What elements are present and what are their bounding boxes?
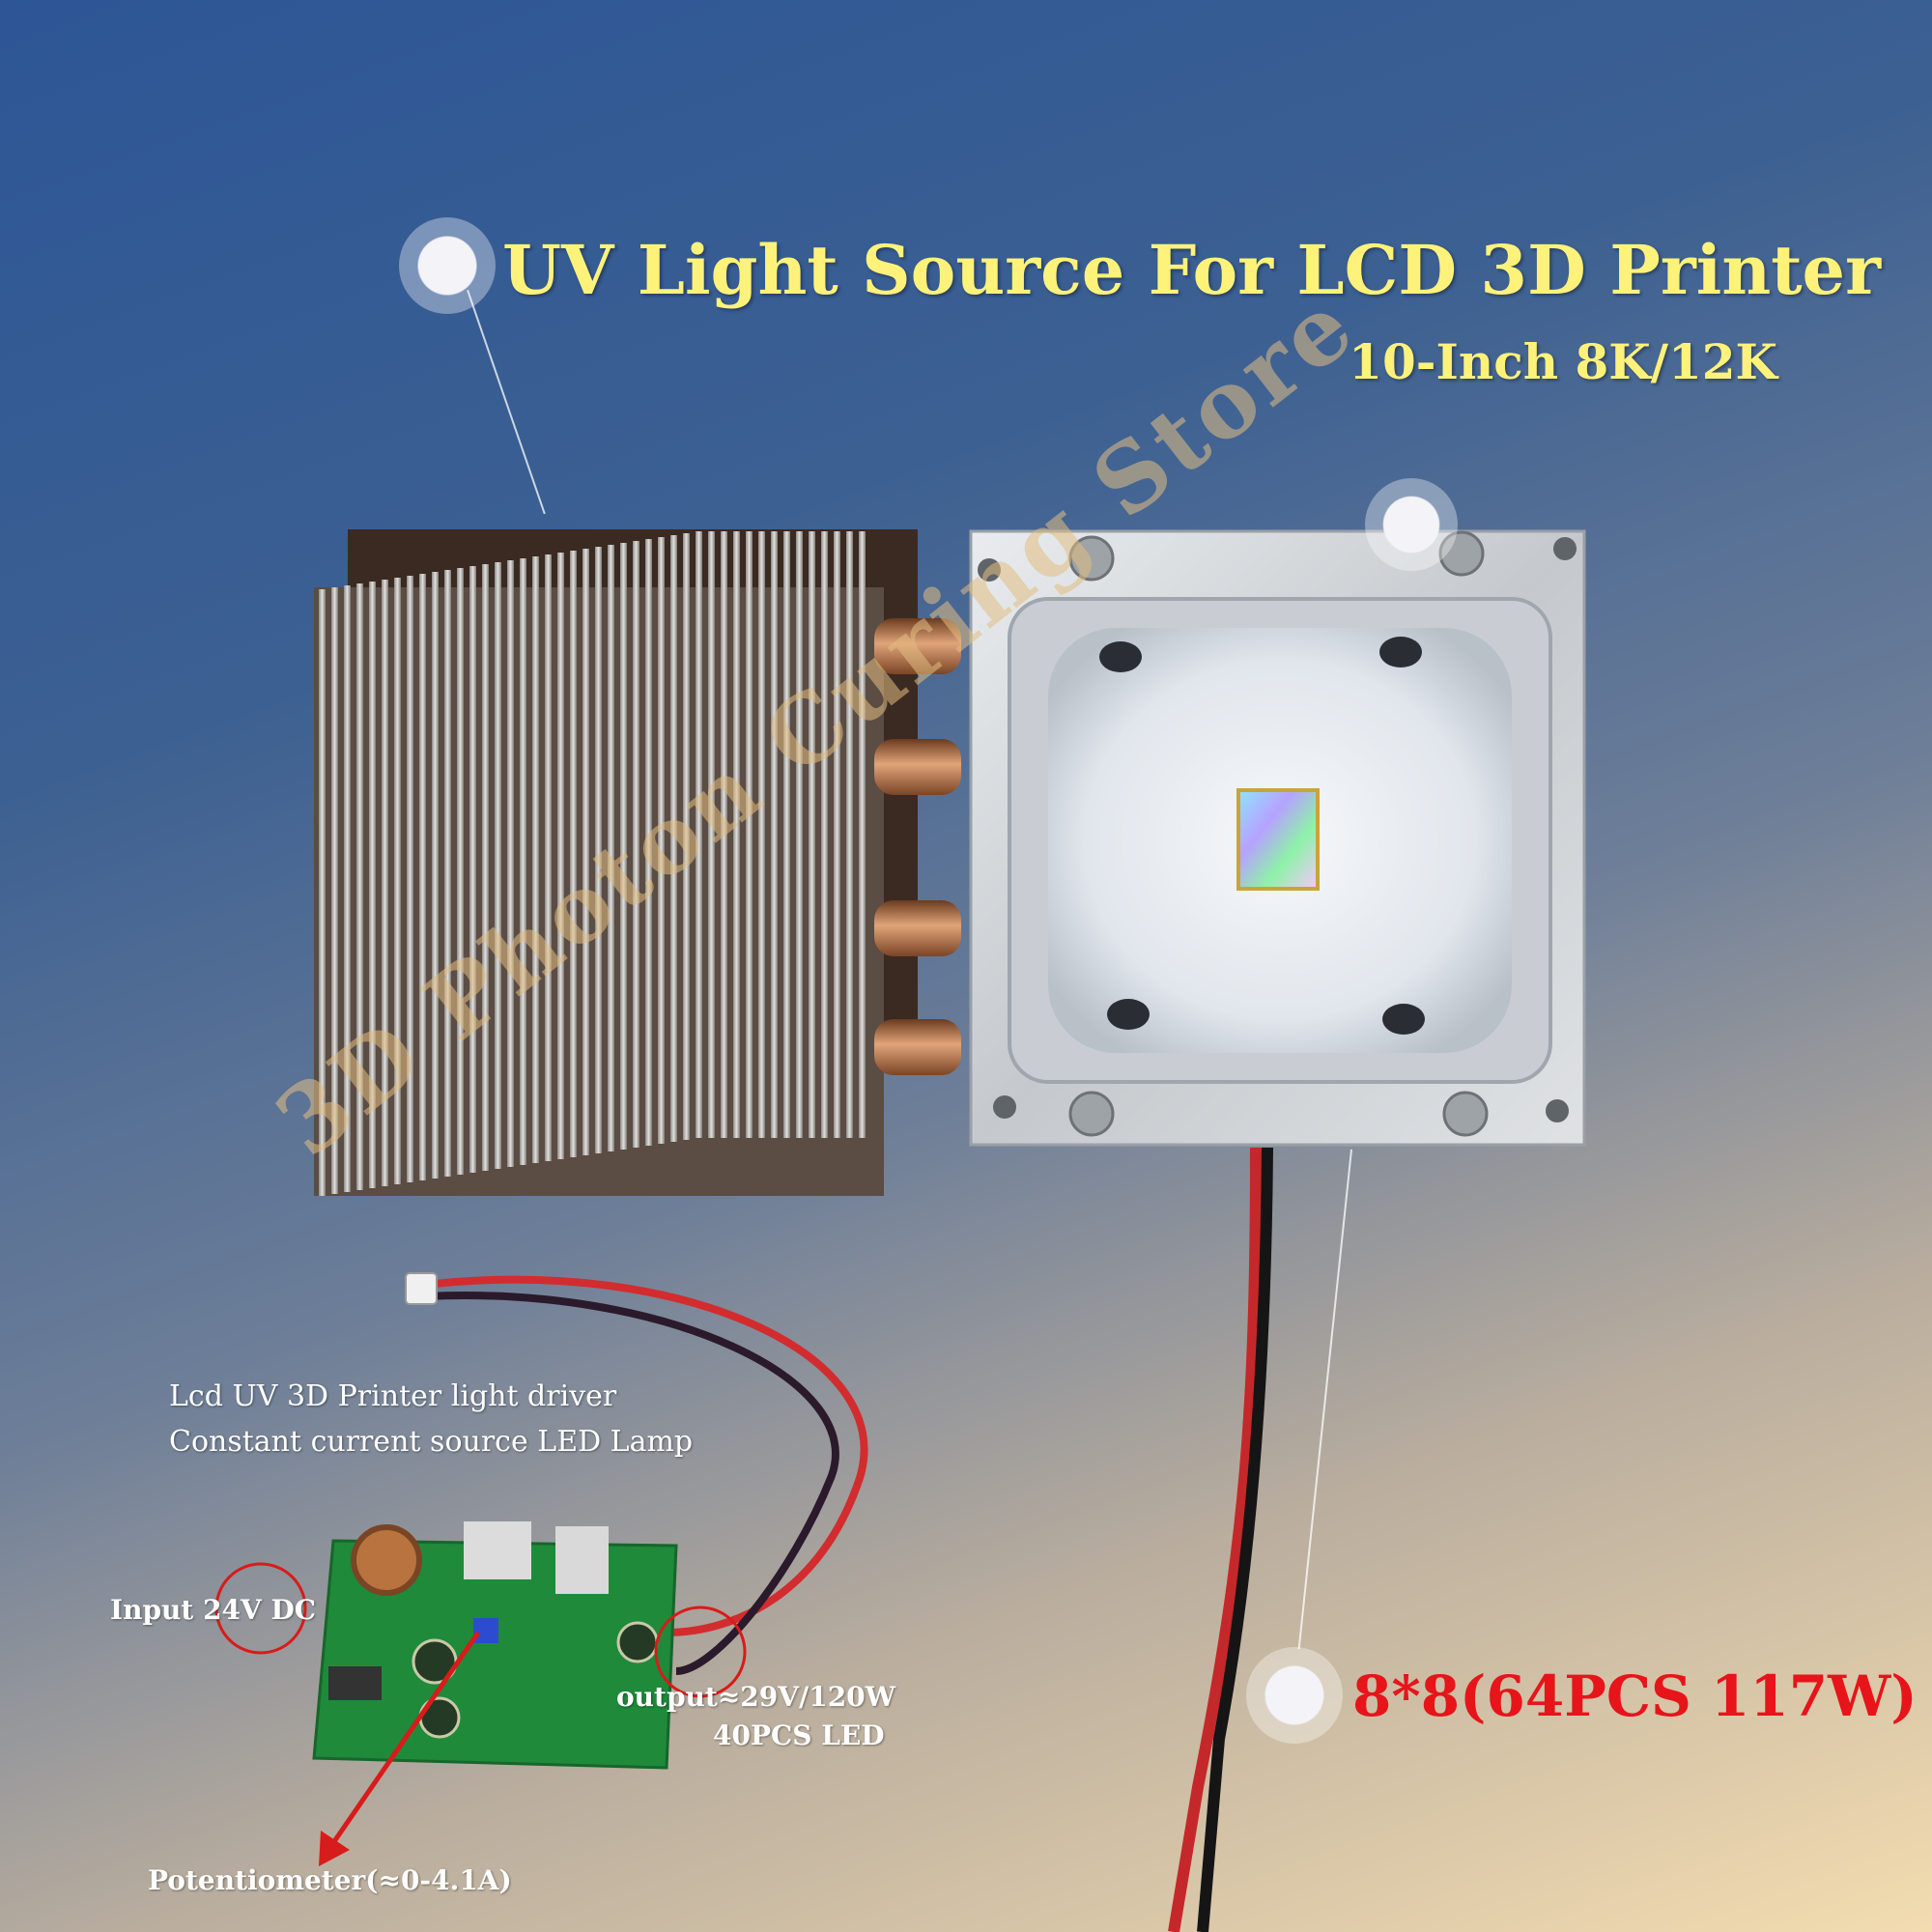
heatsink-fin	[507, 560, 514, 1167]
heatsink-fin	[356, 583, 363, 1190]
heatsink-fin	[482, 564, 489, 1171]
potentiometer	[473, 1618, 498, 1643]
driver-title-line1: Lcd UV 3D Printer light driver	[169, 1379, 617, 1413]
heatsink-fin	[382, 580, 388, 1186]
page-subtitle: 10-Inch 8K/12K	[1349, 333, 1777, 390]
heatsink-fin	[771, 531, 778, 1138]
potentiometer-label: Potentiometer(≈0-4.1A)	[148, 1864, 512, 1896]
heatsink-fin	[758, 531, 765, 1138]
heatpipe	[874, 1019, 961, 1075]
heatsink	[314, 529, 961, 1196]
heatsink-fin	[859, 531, 866, 1138]
heatsink-fin	[319, 589, 326, 1196]
heatsink-fin	[520, 558, 526, 1165]
page-title: UV Light Source For LCD 3D Printer	[502, 230, 1881, 310]
heatsink-fin	[683, 533, 690, 1140]
driver-board	[312, 1521, 678, 1770]
output-label: output≈29V/120W	[616, 1681, 896, 1713]
heatsink-fin	[595, 547, 602, 1153]
heatsink-fin	[469, 566, 476, 1173]
heatsink-fin	[633, 541, 639, 1148]
heatsink-fin	[344, 585, 351, 1192]
heatpipe	[874, 739, 961, 795]
heatsink-fin	[658, 537, 665, 1144]
heatsink-fin	[821, 531, 828, 1138]
heatsink-fin	[407, 576, 413, 1182]
pot-arrow	[326, 1631, 481, 1852]
heatsink-fin	[708, 531, 715, 1138]
heatsink-fin	[394, 578, 401, 1184]
led-module	[969, 529, 1586, 1147]
heatsink-fin	[620, 543, 627, 1150]
callout-bubble	[1365, 478, 1458, 571]
heatsink-fin	[369, 582, 376, 1188]
heatsink-fin	[457, 568, 464, 1175]
heatsink-fin	[557, 553, 564, 1159]
led-spec: 8*8(64PCS 117W)	[1352, 1663, 1918, 1729]
heatsink-fin	[331, 587, 338, 1194]
callout-bubble	[1246, 1647, 1343, 1744]
heatsink-fin	[582, 549, 589, 1155]
heatsink-fin	[783, 531, 790, 1138]
heatpipe	[874, 900, 961, 956]
driver-title-line2: Constant current source LED Lamp	[169, 1425, 694, 1459]
callout-bubble	[399, 217, 496, 314]
output-marker	[654, 1605, 747, 1698]
heatsink-fin	[746, 531, 753, 1138]
connector	[405, 1272, 438, 1305]
inductor	[351, 1524, 422, 1596]
heatsink-fin	[809, 531, 815, 1138]
heatpipe	[874, 618, 961, 674]
input-label: Input 24V DC	[110, 1594, 317, 1626]
led-chip	[1236, 788, 1320, 891]
heatsink-fin	[834, 531, 840, 1138]
output-sub-label: 40PCS LED	[713, 1719, 885, 1751]
heatsink-fin	[670, 535, 677, 1142]
heatsink-fin	[696, 531, 702, 1138]
heatsink-fin	[495, 562, 501, 1169]
input-marker	[214, 1562, 307, 1655]
heatsink-fin	[444, 570, 451, 1177]
heatsink-small	[464, 1521, 531, 1579]
heatsink-fin	[419, 574, 426, 1180]
heatsink-fin	[532, 556, 539, 1163]
heatsink-fin	[733, 531, 740, 1138]
heatsink-fin	[570, 551, 577, 1157]
heatsink-fin	[608, 545, 614, 1151]
heatsink-fin	[846, 531, 853, 1138]
heatsink-fin	[721, 531, 727, 1138]
heatsink-fin	[796, 531, 803, 1138]
heatsink-fin	[545, 554, 552, 1161]
heatsink-fin	[432, 572, 439, 1179]
heatsink-fin	[645, 539, 652, 1146]
